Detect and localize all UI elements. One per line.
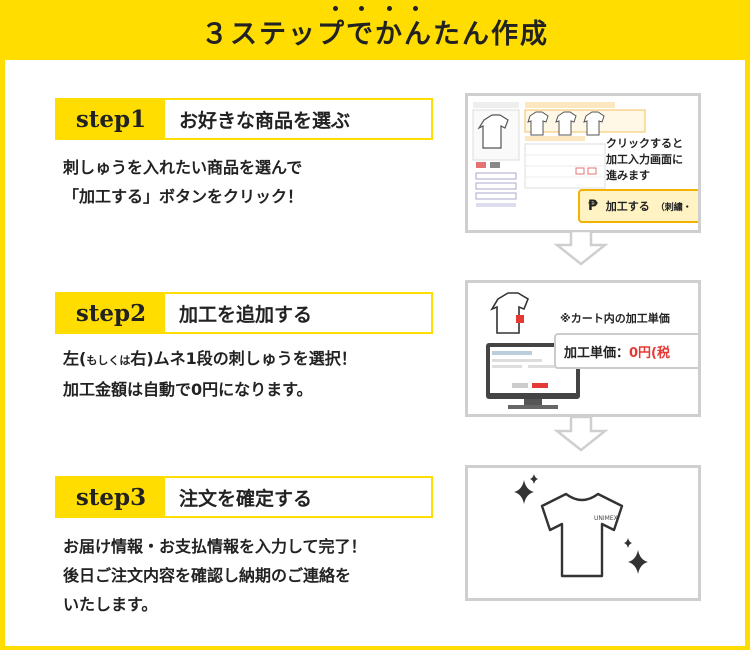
step2-title: 加工を追加する bbox=[179, 303, 313, 326]
step3-heading: step3 注文を確定する bbox=[55, 476, 433, 518]
step1-screenshot: クリックすると 加工入力画面に 進みます ₱ 加工する （刺繍・ bbox=[465, 93, 701, 233]
emphasis-dots bbox=[201, 5, 549, 12]
step3-title: 注文を確定する bbox=[179, 487, 313, 510]
step1-label: step1 bbox=[57, 100, 165, 138]
sparkle-icon bbox=[530, 474, 538, 484]
price-callout: 加工単価：0円(税 bbox=[554, 333, 698, 369]
step3-description: お届け情報・お支払情報を入力して完了！ 後日ご注文内容を確認し納期のご連絡を い… bbox=[63, 537, 367, 614]
steps-panel: step1 お好きな商品を選ぶ 刺しゅうを入れたい商品を選んで 「加工する」ボタ… bbox=[5, 60, 745, 646]
process-button-mock: ₱ 加工する （刺繍・ bbox=[578, 189, 698, 223]
finished-shirt-illustration: UNIMEX bbox=[514, 474, 648, 578]
process-p-icon: ₱ bbox=[588, 198, 598, 214]
product-page-mock bbox=[472, 102, 646, 207]
shirt-print: UNIMEX bbox=[594, 515, 618, 522]
step1-description: 刺しゅうを入れたい商品を選んで 「加工する」ボタンをクリック！ bbox=[63, 158, 304, 206]
sparkle-icon bbox=[514, 480, 534, 504]
step1-title: お好きな商品を選ぶ bbox=[179, 109, 351, 132]
step1-heading: step1 お好きな商品を選ぶ bbox=[55, 98, 433, 140]
step2-screenshot: ※カート内の加工単価 加工単価：0円(税 bbox=[465, 280, 701, 417]
step2-note: ※カート内の加工単価 bbox=[560, 312, 670, 325]
step2-label: step2 bbox=[57, 294, 165, 332]
step2-heading: step2 加工を追加する bbox=[55, 292, 433, 334]
down-arrow-icon bbox=[554, 230, 608, 266]
page-title: ３ステップでかんたん作成 bbox=[201, 5, 549, 51]
step3-image: UNIMEX bbox=[465, 465, 701, 601]
step2-description: 左(もしくは右)ムネ1段の刺しゅうを選択！ 加工金額は自動で0円になります。 bbox=[63, 349, 357, 399]
step1-note: クリックすると 加工入力画面に 進みます bbox=[606, 136, 683, 184]
step3-label: step3 bbox=[57, 478, 165, 516]
sparkle-icon bbox=[624, 538, 632, 548]
header-banner: ３ステップでかんたん作成 bbox=[0, 0, 750, 62]
down-arrow-icon bbox=[554, 416, 608, 452]
sparkle-icon bbox=[628, 550, 648, 574]
